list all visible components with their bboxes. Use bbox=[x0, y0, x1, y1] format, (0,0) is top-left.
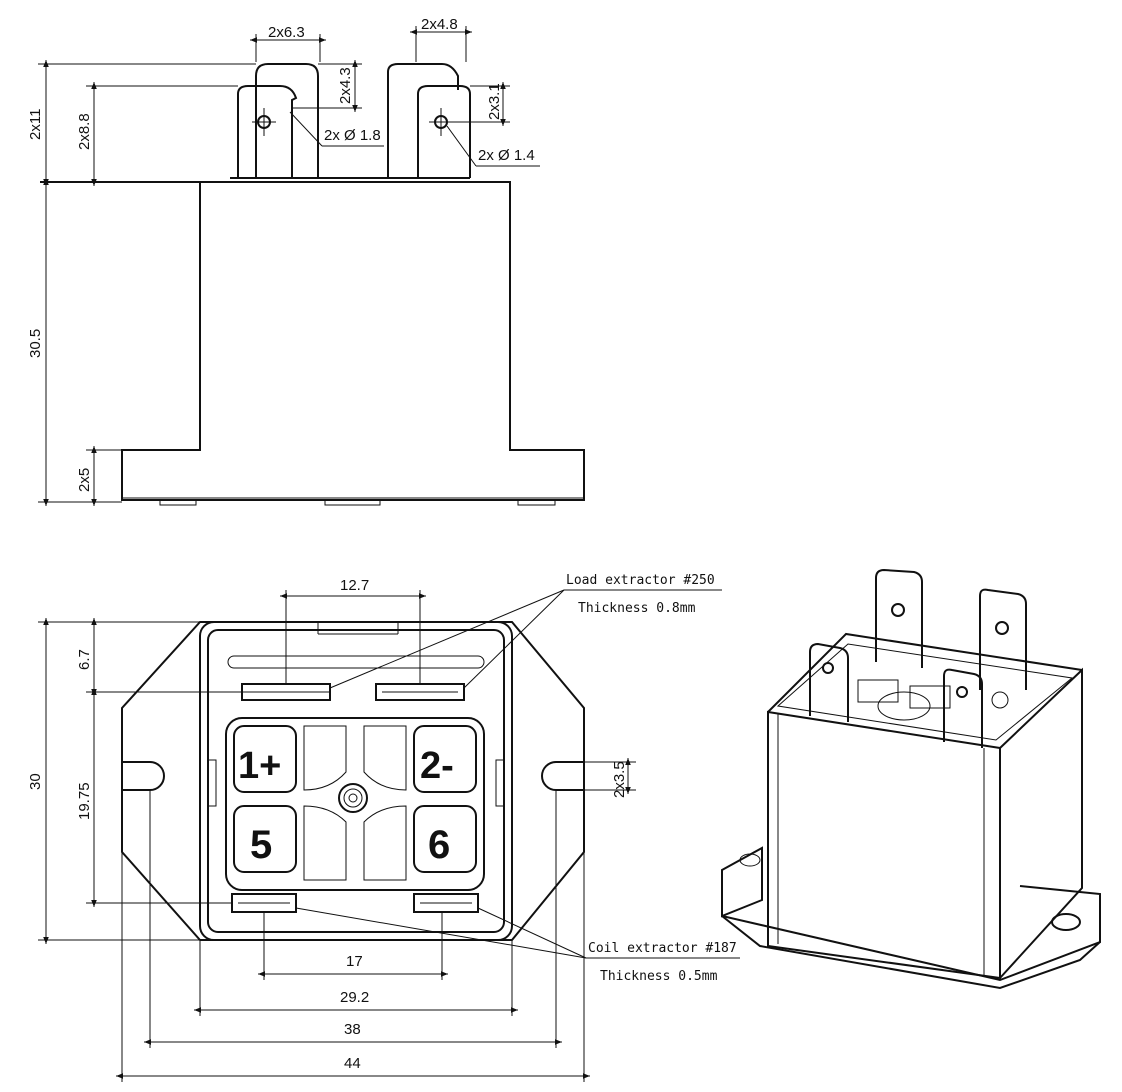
dim-hole-offset-large: 2x4.3 bbox=[337, 67, 354, 104]
terminal-label-6: 6 bbox=[428, 823, 450, 867]
side-view: 2x6.3 2x4.8 2x4.3 2x3.1 2x Ø 1.8 2x Ø 1.… bbox=[27, 16, 585, 506]
mount-slot-left bbox=[122, 761, 165, 791]
iso-terminal-4 bbox=[943, 668, 983, 748]
dim-flange-height: 2x5 bbox=[76, 468, 93, 492]
dim-extractor-pitch: 19.75 bbox=[76, 782, 93, 820]
coil-extractor-note: Coil extractor #187 Thickness 0.5mm bbox=[295, 907, 740, 984]
iso-terminal-2 bbox=[979, 588, 1027, 690]
side-dimensions: 2x6.3 2x4.8 2x4.3 2x3.1 2x Ø 1.8 2x Ø 1.… bbox=[27, 16, 540, 506]
dim-hole-offset-small: 2x3.1 bbox=[486, 83, 503, 120]
terminal-cell-6 bbox=[413, 805, 477, 873]
dim-overall-width: 44 bbox=[344, 1055, 361, 1072]
dim-top-offset: 6.7 bbox=[76, 649, 93, 670]
mount-slot-right bbox=[541, 761, 584, 791]
dim-total-depth: 30 bbox=[27, 773, 44, 790]
dim-tab-height-total: 2x11 bbox=[27, 109, 44, 140]
dim-hole-dia-large: 2x Ø 1.8 bbox=[324, 127, 381, 144]
terminal-label-2: 2- bbox=[420, 745, 454, 787]
iso-terminal-3 bbox=[809, 642, 849, 722]
load-note-line2: Thickness 0.8mm bbox=[578, 601, 696, 616]
bottom-dimensions: 12.7 30 6.7 19.75 2x3.5 17 bbox=[27, 577, 636, 1082]
iso-body bbox=[767, 710, 1001, 980]
terminal-label-5: 5 bbox=[250, 823, 272, 867]
dim-body-width: 29.2 bbox=[340, 989, 369, 1006]
center-boss bbox=[338, 783, 368, 813]
terminal-tabs bbox=[237, 63, 471, 178]
body-square bbox=[199, 621, 513, 941]
iso-terminal-1 bbox=[875, 568, 923, 668]
terminal-cell-2 bbox=[413, 725, 477, 793]
load-note-line1: Load extractor #250 bbox=[566, 573, 715, 588]
dim-coil-pitch: 17 bbox=[346, 953, 363, 970]
isometric-view bbox=[721, 568, 1101, 990]
dim-body-height: 30.5 bbox=[27, 329, 44, 358]
dim-tab-width-large: 2x6.3 bbox=[268, 24, 305, 41]
dim-hole-dia-small: 2x Ø 1.4 bbox=[478, 147, 535, 164]
dim-tab-width-small: 2x4.8 bbox=[421, 16, 458, 33]
bottom-view: 1+ 2- 5 6 12.7 30 6.7 19.75 bbox=[27, 573, 740, 1082]
dim-mount-pitch: 38 bbox=[344, 1021, 361, 1038]
coil-slot-right bbox=[413, 893, 479, 913]
coil-note-line2: Thickness 0.5mm bbox=[600, 969, 718, 984]
dim-slot-width: 2x3.5 bbox=[611, 761, 628, 798]
flange-outline bbox=[121, 621, 585, 941]
terminal-cell-5 bbox=[233, 805, 297, 873]
terminal-cell-1 bbox=[233, 725, 297, 793]
terminal-label-1: 1+ bbox=[238, 745, 281, 787]
coil-note-line1: Coil extractor #187 bbox=[588, 941, 737, 956]
dim-tab-height-inner: 2x8.8 bbox=[76, 113, 93, 150]
dim-load-pitch: 12.7 bbox=[340, 577, 369, 594]
relay-body-outline bbox=[40, 177, 585, 506]
load-extractor-note: Load extractor #250 Thickness 0.8mm bbox=[329, 573, 722, 689]
